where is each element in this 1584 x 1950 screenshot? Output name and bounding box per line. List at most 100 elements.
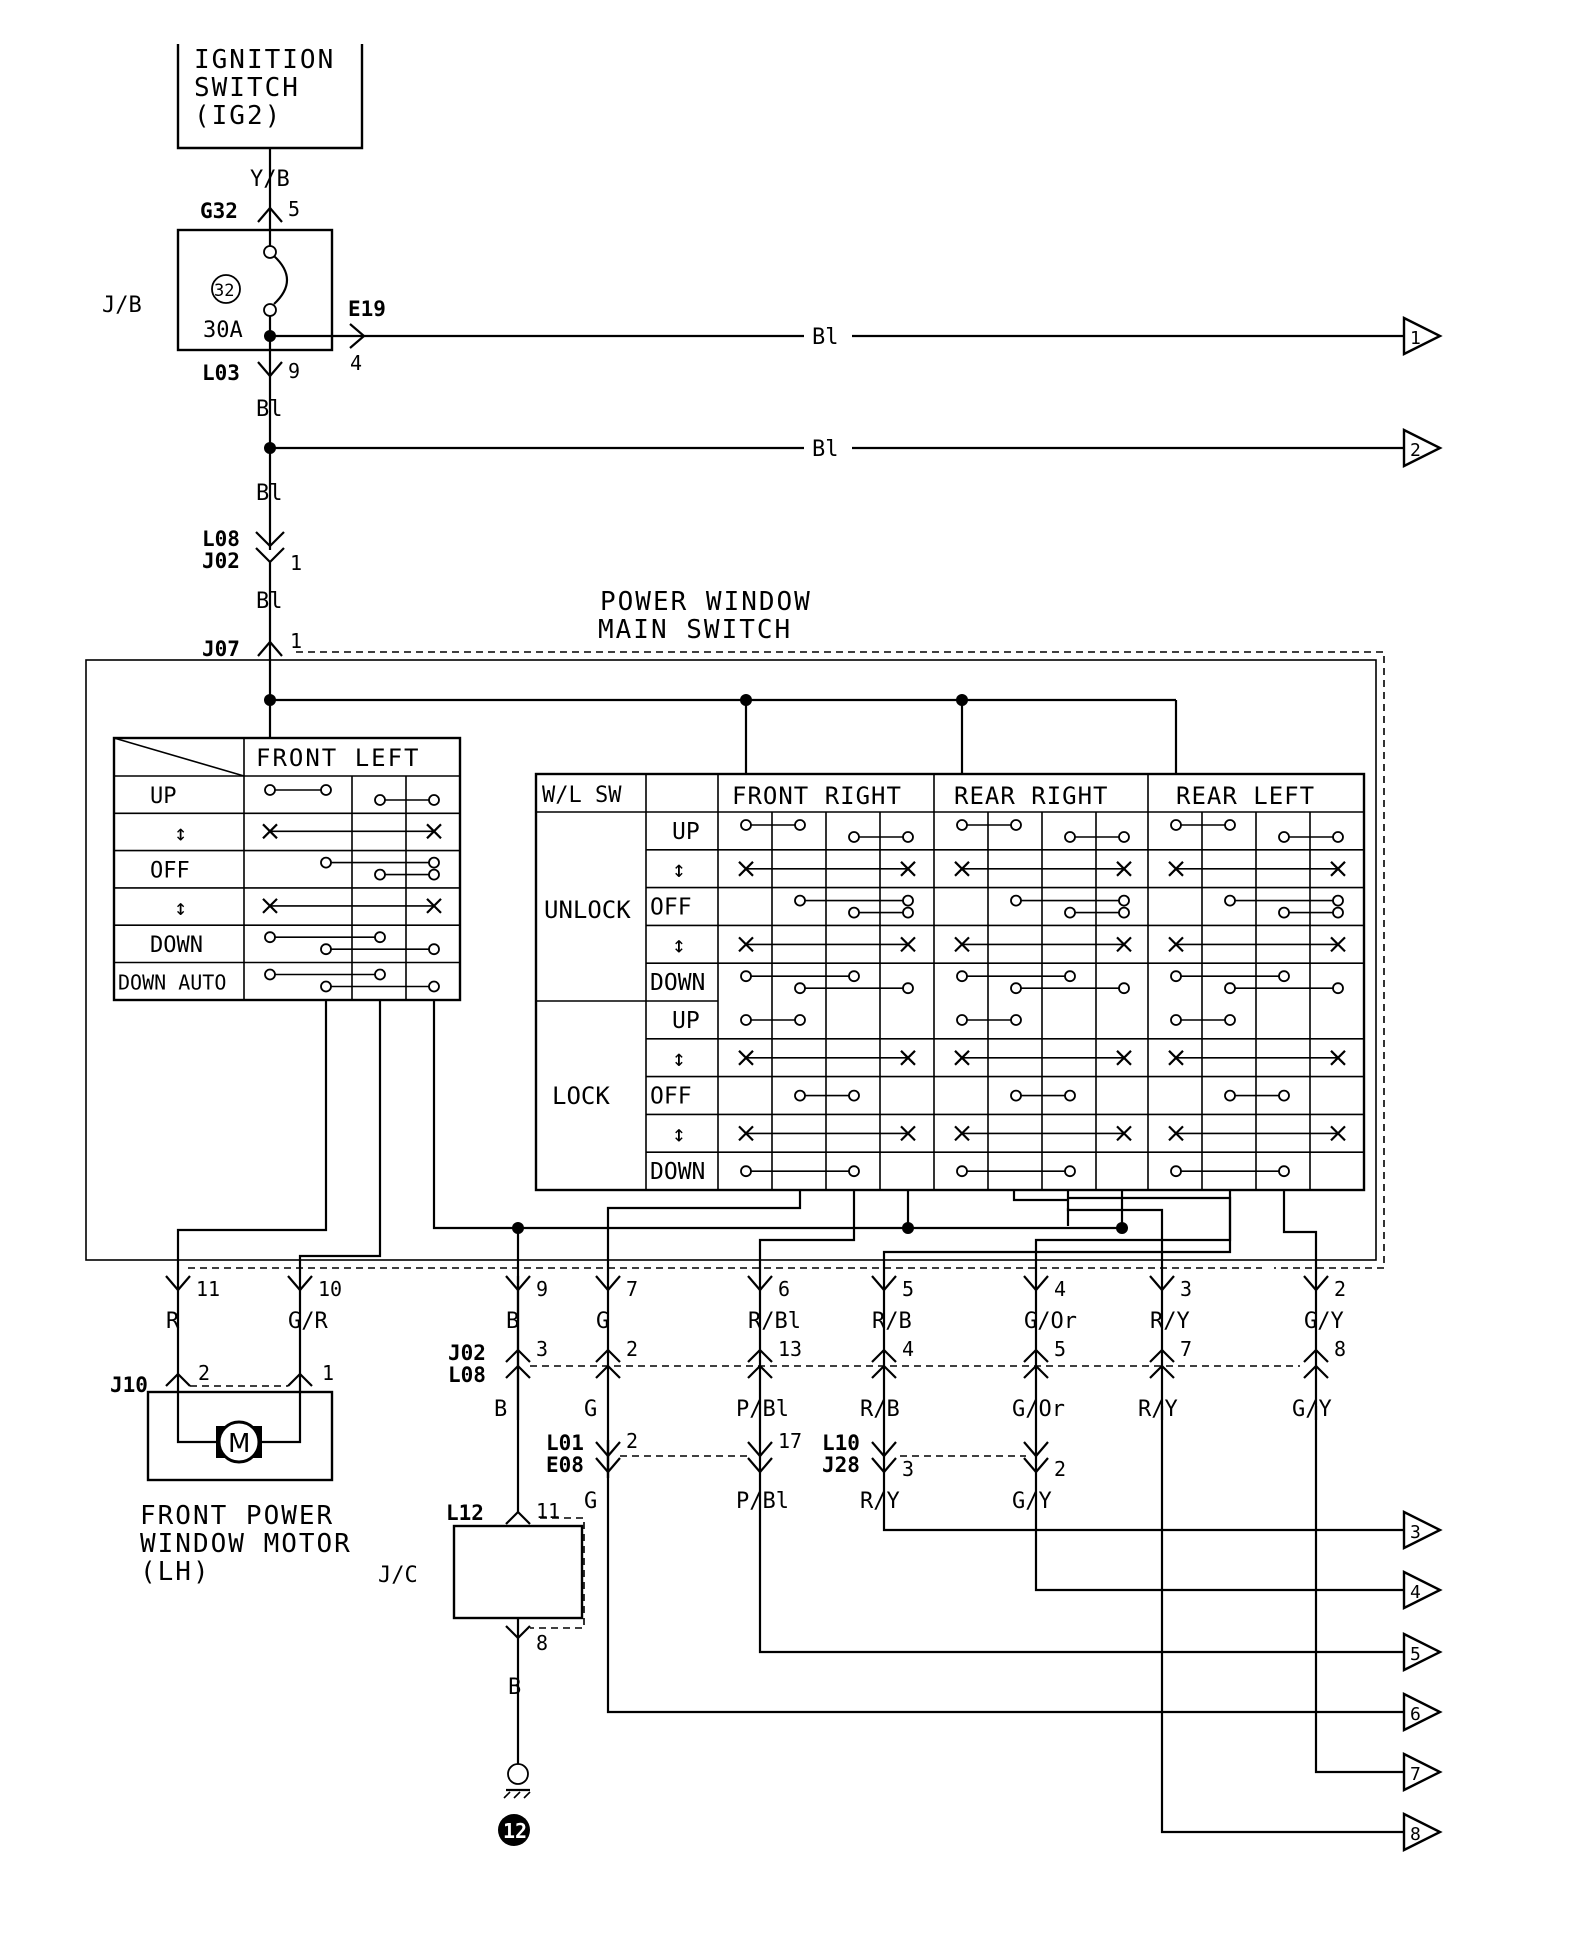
- wl-row-0: UP: [672, 819, 700, 845]
- terminal-label-1: 1: [1410, 328, 1421, 349]
- motor-symbol: M: [228, 1429, 250, 1459]
- wire-color-p10: G/R: [288, 1309, 328, 1334]
- connector-l08a: L08: [202, 527, 240, 551]
- connector-j28: J28: [822, 1453, 860, 1477]
- wire-color-l5: R/Y: [860, 1489, 900, 1514]
- wl-row-5: UP: [672, 1008, 700, 1034]
- main-switch-body: [85, 659, 1377, 1261]
- pin-m5: 4: [902, 1337, 914, 1361]
- terminal-6: 6: [1402, 1692, 1443, 1732]
- connector-j02b: J02: [448, 1341, 486, 1365]
- wl-col-rear-left: REAR LEFT: [1176, 782, 1315, 810]
- terminal-label-3: 3: [1410, 1522, 1421, 1543]
- front-left-row-5: DOWN AUTO: [118, 971, 226, 995]
- terminal-label-8: 8: [1410, 1824, 1421, 1845]
- pin-p10: 10: [318, 1277, 342, 1301]
- connector-e19: E19: [348, 297, 386, 321]
- connector-l10: L10: [822, 1431, 860, 1455]
- front-left-header: FRONT LEFT: [256, 744, 421, 772]
- wire-color-p4: G/Or: [1024, 1309, 1077, 1334]
- wire-color-bl-3: Bl: [812, 437, 839, 462]
- terminal-label-2: 2: [1410, 440, 1421, 461]
- wire-color-jc-out: B: [508, 1675, 521, 1700]
- joint-connector: L12 11 J/C 8 B: [378, 1499, 585, 1764]
- wl-row-9: DOWN: [650, 1159, 705, 1185]
- fuse-rating: 30A: [203, 318, 243, 343]
- terminal-8: 8: [1402, 1812, 1443, 1852]
- front-left-row-3: ↕: [174, 896, 187, 921]
- terminal-label-7: 7: [1410, 1764, 1421, 1785]
- wire-color-m7: G: [584, 1397, 597, 1422]
- wire-color-bl-1: Bl: [812, 325, 839, 350]
- wl-group-lock: LOCK: [552, 1082, 610, 1110]
- pin-p3: 3: [1180, 1277, 1192, 1301]
- connector-j07: J07: [202, 637, 240, 661]
- pin-l4: 2: [1054, 1457, 1066, 1481]
- wl-row-4: DOWN: [650, 970, 705, 996]
- wire-color-bl-2: Bl: [256, 397, 283, 422]
- pin-m6: 13: [778, 1337, 802, 1361]
- wire-color-m9: B: [494, 1397, 507, 1422]
- terminal-2: 2: [1402, 428, 1443, 468]
- wl-row-7: OFF: [650, 1084, 692, 1110]
- pin-p6: 6: [778, 1277, 790, 1301]
- pin-p2: 2: [1334, 1277, 1346, 1301]
- junction-block: J/B 32 30A: [102, 228, 334, 352]
- connector-e08: E08: [546, 1453, 584, 1477]
- terminal-1: 1: [1402, 316, 1443, 356]
- connector-j10: J10: [110, 1373, 148, 1397]
- terminal-3: 3: [1402, 1510, 1443, 1550]
- terminal-label-5: 5: [1410, 1644, 1421, 1665]
- wl-corner: W/L SW: [542, 783, 622, 808]
- pin-j10b: 1: [322, 1361, 334, 1385]
- pin-m3: 7: [1180, 1337, 1192, 1361]
- connector-l12: L12: [446, 1501, 484, 1525]
- connector-g32: G32: [200, 199, 238, 223]
- pin-p9: 9: [536, 1277, 548, 1301]
- wl-col-rear-right: REAR RIGHT: [954, 782, 1109, 810]
- ground-number: 12: [503, 1819, 527, 1843]
- window-lock-switch-table: W/L SW FRONT RIGHT REAR RIGHT REAR LEFT …: [534, 772, 1366, 1192]
- connector-l08b: L08: [448, 1363, 486, 1387]
- wire-color-bl-4: Bl: [256, 481, 283, 506]
- fuse-number: 32: [214, 281, 234, 301]
- wl-row-3: ↕: [672, 932, 686, 958]
- wl-row-2: OFF: [650, 895, 692, 921]
- ignition-switch-line2: SWITCH: [194, 73, 300, 103]
- pin-l5: 3: [902, 1457, 914, 1481]
- pin-g32: 5: [288, 197, 300, 221]
- wl-row-1: ↕: [672, 857, 686, 883]
- terminal-7: 7: [1402, 1752, 1443, 1792]
- jc-label: J/C: [378, 1563, 418, 1588]
- pin-m7: 2: [626, 1337, 638, 1361]
- wire-color-p3: R/Y: [1150, 1309, 1190, 1334]
- jb-label: J/B: [102, 293, 142, 318]
- ignition-switch-line3: (IG2): [194, 101, 282, 131]
- pin-p5: 5: [902, 1277, 914, 1301]
- pin-e19: 4: [350, 351, 362, 375]
- ignition-switch-line1: IGNITION: [194, 45, 335, 75]
- connector-j02a: J02: [202, 549, 240, 573]
- wire-color-ig: Y/B: [250, 167, 290, 192]
- wire-color-m5: R/B: [860, 1397, 900, 1422]
- wire-color-p11: R: [166, 1309, 180, 1334]
- pin-l12out: 8: [536, 1631, 548, 1655]
- terminal-4: 4: [1402, 1570, 1443, 1610]
- front-left-row-1: ↕: [174, 821, 187, 846]
- terminal-label-4: 4: [1410, 1582, 1421, 1603]
- front-left-row-4: DOWN: [150, 933, 203, 958]
- wl-row-6: ↕: [672, 1046, 686, 1072]
- wire-color-bl-5: Bl: [256, 589, 283, 614]
- wl-row-8: ↕: [672, 1121, 686, 1147]
- wire-color-p7: G: [596, 1309, 609, 1334]
- pin-l12in: 11: [536, 1499, 560, 1523]
- wire-color-m4: G/Or: [1012, 1397, 1065, 1422]
- wl-col-front-right: FRONT RIGHT: [732, 782, 902, 810]
- wire-color-l7: G: [584, 1489, 597, 1514]
- pin-p7: 7: [626, 1277, 638, 1301]
- wl-group-unlock: UNLOCK: [544, 896, 631, 924]
- main-switch-title-line2: MAIN SWITCH: [598, 615, 792, 645]
- connector-l01: L01: [546, 1431, 584, 1455]
- pin-l03: 9: [288, 359, 300, 383]
